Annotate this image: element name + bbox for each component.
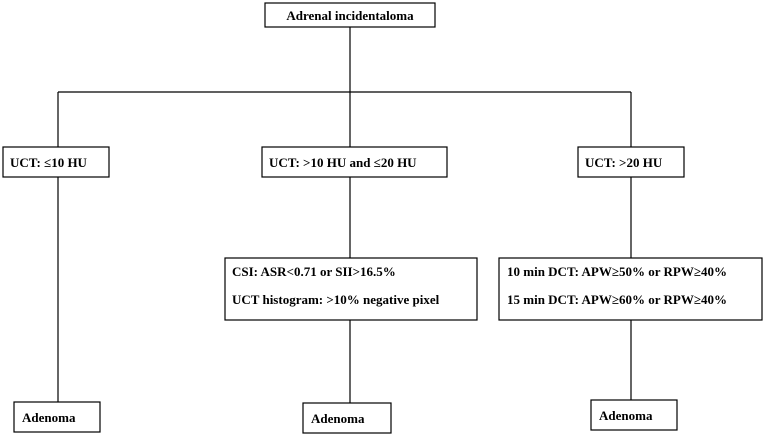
left-outcome-label: Adenoma bbox=[22, 410, 76, 425]
left-criterion-label: UCT: ≤10 HU bbox=[10, 155, 88, 170]
middle-test-node: CSI: ASR<0.71 or SII>16.5% UCT histogram… bbox=[224, 257, 478, 321]
left-outcome-node: Adenoma bbox=[13, 401, 101, 433]
middle-test-line-1: CSI: ASR<0.71 or SII>16.5% bbox=[232, 264, 396, 279]
middle-outcome-label: Adenoma bbox=[311, 411, 365, 426]
connectors bbox=[57, 27, 632, 403]
right-test-line-1: 10 min DCT: APW≥50% or RPW≥40% bbox=[507, 264, 727, 279]
left-criterion-node: UCT: ≤10 HU bbox=[2, 146, 110, 178]
right-outcome-label: Adenoma bbox=[599, 408, 653, 423]
right-criterion-node: UCT: >20 HU bbox=[577, 146, 685, 178]
root-node: Adrenal incidentaloma bbox=[264, 2, 436, 28]
middle-outcome-node: Adenoma bbox=[302, 402, 392, 434]
middle-test-line-2: UCT histogram: >10% negative pixel bbox=[232, 292, 440, 307]
middle-criterion-node: UCT: >10 HU and ≤20 HU bbox=[261, 146, 448, 178]
right-test-line-2: 15 min DCT: APW≥60% or RPW≥40% bbox=[507, 292, 727, 307]
root-label: Adrenal incidentaloma bbox=[286, 8, 414, 23]
right-outcome-node: Adenoma bbox=[590, 399, 678, 431]
right-test-node: 10 min DCT: APW≥50% or RPW≥40% 15 min DC… bbox=[498, 257, 763, 321]
middle-criterion-label: UCT: >10 HU and ≤20 HU bbox=[269, 155, 417, 170]
right-criterion-label: UCT: >20 HU bbox=[585, 155, 663, 170]
